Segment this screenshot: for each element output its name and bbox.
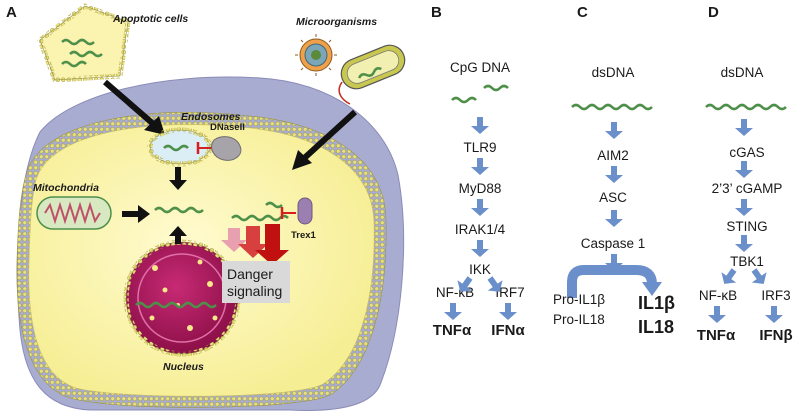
pathway-arrows (444, 117, 783, 323)
b-step-tlr9: TLR9 (463, 140, 496, 155)
c-precursor-il1b: Pro-IL1β (553, 292, 605, 307)
panel-c-letter: C (577, 4, 588, 21)
b-arrow-split-right (487, 276, 503, 292)
dnase-label: DNaseII (210, 122, 245, 133)
danger-line-2: signaling (227, 283, 282, 299)
endosomes-label: Endosomes (181, 111, 241, 123)
virus-icon (295, 34, 337, 76)
b-arrow-split-left (457, 276, 473, 292)
c-arrow-2 (605, 166, 623, 183)
trex1-protein (297, 197, 313, 225)
b-branch-nfkb: NF-κB (436, 285, 474, 300)
d-arrow-irf3 (765, 306, 783, 323)
d-step-tbk1: TBK1 (730, 254, 764, 269)
mitochondria-label: Mitochondria (33, 182, 99, 194)
arrowhead-mito (138, 205, 150, 223)
d-output-tnfa: TNFα (697, 327, 736, 344)
b-step-ikk: IKK (469, 262, 491, 277)
d-arrow-nfkb (708, 306, 726, 323)
c-arrow-3 (605, 210, 623, 227)
b-output-ifna: IFNα (491, 322, 525, 339)
danger-signaling-box (222, 261, 290, 303)
arrowhead-endosome-down (169, 180, 187, 190)
d-step-cgamp: 2’3’ cGAMP (712, 181, 783, 196)
d-output-ifnb: IFNβ (759, 327, 792, 344)
d-step-dsdna: dsDNA (721, 65, 764, 80)
nucleus (123, 239, 241, 357)
arrowhead-microbe (292, 150, 312, 170)
d-dna-icon (705, 103, 787, 111)
b-step-irak14: IRAK1/4 (455, 222, 506, 237)
cytosolic-dna (154, 201, 289, 222)
apoptotic-cells-label: Apoptotic cells (112, 13, 188, 25)
d-arrow-2 (735, 161, 753, 178)
panel-a: A Apoptotic cells Microorganisms (6, 3, 406, 411)
c-step-asc: ASC (599, 190, 627, 205)
d-step-sting: STING (726, 219, 767, 234)
c-step-dsdna: dsDNA (592, 65, 635, 80)
arrow-apoptotic-to-endosome (103, 79, 160, 131)
bacterium-icon (338, 44, 406, 105)
danger-arrows (221, 224, 289, 265)
b-arrow-3 (471, 199, 489, 216)
c-step-caspase1: Caspase 1 (581, 236, 646, 251)
b-arrow-4 (471, 240, 489, 257)
b-arrow-nfkb (444, 303, 462, 320)
b-step-myd88: MyD88 (459, 181, 502, 196)
b-arrow-irf7 (499, 303, 517, 320)
d-arrow-3 (735, 199, 753, 216)
c-precursor-il18: Pro-IL18 (553, 312, 605, 327)
apoptotic-cell-outline (39, 5, 129, 81)
panel-d: D dsDNA cGAS 2’3’ cGAMP STING TBK1 NF-κB… (697, 4, 793, 344)
arrowhead-apoptotic (144, 116, 165, 135)
panel-a-letter: A (6, 4, 17, 21)
b-output-tnfa: TNFα (433, 322, 472, 339)
arrowhead-nucleus-up (169, 226, 187, 236)
d-branch-irf3: IRF3 (761, 288, 790, 303)
panel-c: C dsDNA AIM2 ASC Caspase 1 Pro-IL1β Pro-… (553, 4, 675, 337)
d-step-cgas: cGAS (729, 145, 764, 160)
d-arrow-1 (735, 119, 753, 136)
c-conversion-arrow (567, 265, 657, 298)
c-arrow-4 (605, 254, 623, 271)
dnase-protein (211, 136, 242, 161)
b-dna-icon (451, 84, 509, 104)
c-output-il18: IL18 (638, 317, 674, 337)
nuclear-dna (135, 301, 217, 309)
d-arrow-split-right (751, 268, 767, 284)
b-arrow-2 (471, 158, 489, 175)
endosome-dna (163, 144, 189, 152)
b-branch-irf7: IRF7 (495, 285, 524, 300)
panel-b-letter: B (431, 4, 442, 21)
mitochondria-cristae (44, 201, 101, 225)
c-step-aim2: AIM2 (597, 148, 629, 163)
nucleus-label: Nucleus (163, 361, 204, 373)
d-arrow-split-left (721, 268, 737, 284)
panel-b: B CpG DNA TLR9 MyD88 IRAK1/4 IKK NF-κB I… (431, 4, 525, 339)
trex1-label: Trex1 (291, 230, 317, 241)
d-branch-nfkb: NF-κB (699, 288, 737, 303)
apoptotic-dna (61, 38, 103, 68)
danger-line-1: Danger (227, 266, 273, 282)
c-arrow-1 (605, 122, 623, 139)
c-dna-icon (571, 103, 653, 111)
c-conversion-arrowhead (642, 282, 662, 296)
arrow-microbe-to-cytosol (297, 109, 358, 165)
microorganisms-label: Microorganisms (296, 16, 377, 28)
panel-d-letter: D (708, 4, 719, 21)
b-step-cpg-dna: CpG DNA (450, 60, 510, 75)
c-output-il1b: IL1β (638, 293, 675, 313)
d-arrow-4 (735, 235, 753, 252)
b-arrow-1 (471, 117, 489, 134)
